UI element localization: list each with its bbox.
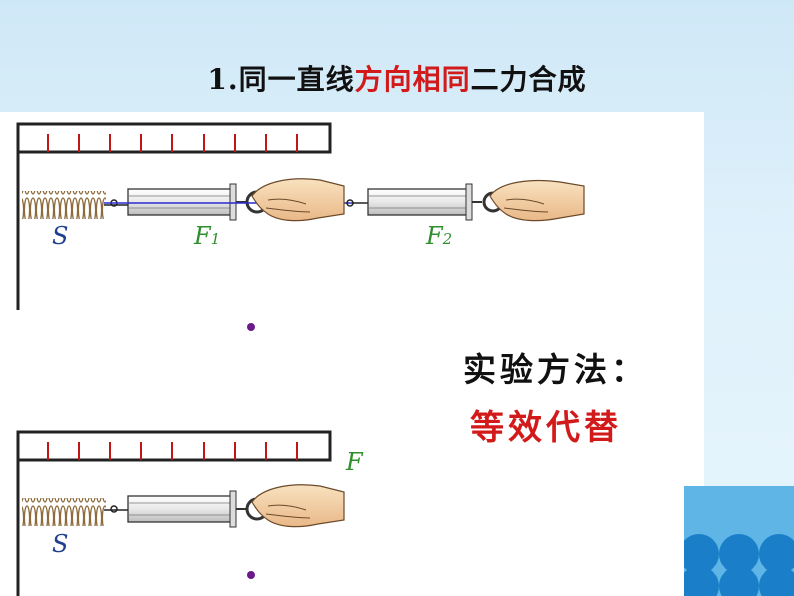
top-hand-2 <box>489 179 585 222</box>
bottom-force-label: F <box>346 448 363 476</box>
force2-sub: 2 <box>442 230 453 248</box>
wave-decoration <box>684 486 794 596</box>
force2-main: F <box>426 222 443 250</box>
title-suffix: 二力合成 <box>470 63 587 96</box>
title-prefix: 1.同一直线 <box>207 63 355 96</box>
top-point <box>247 323 255 331</box>
bottom-spring <box>22 498 106 526</box>
bottom-hand <box>251 484 345 528</box>
bottom-ruler-ticks <box>47 442 298 460</box>
top-force1-label: F1 <box>194 222 220 250</box>
top-force2-label: F2 <box>426 222 452 250</box>
top-setup <box>16 122 585 331</box>
bottom-spring-scale <box>127 490 269 528</box>
force1-main: F <box>194 222 211 250</box>
top-spring <box>22 191 106 219</box>
force1-sub: 1 <box>210 230 221 248</box>
top-hand-1 <box>251 178 345 222</box>
method-value: 等效代替 <box>470 408 622 448</box>
top-ruler-ticks <box>47 134 298 152</box>
bottom-setup <box>16 430 345 596</box>
bottom-spring-label: S <box>52 530 69 558</box>
method-label: 实验方法： <box>463 350 648 389</box>
top-spring-scale-2 <box>367 183 504 221</box>
top-spring-label: S <box>52 222 69 250</box>
slide-title: 1.同一直线方向相同二力合成 <box>0 58 794 98</box>
content-panel <box>0 112 704 596</box>
title-highlight: 方向相同 <box>354 63 471 96</box>
top-spring-scale-1 <box>127 183 269 221</box>
bottom-point <box>247 571 255 579</box>
